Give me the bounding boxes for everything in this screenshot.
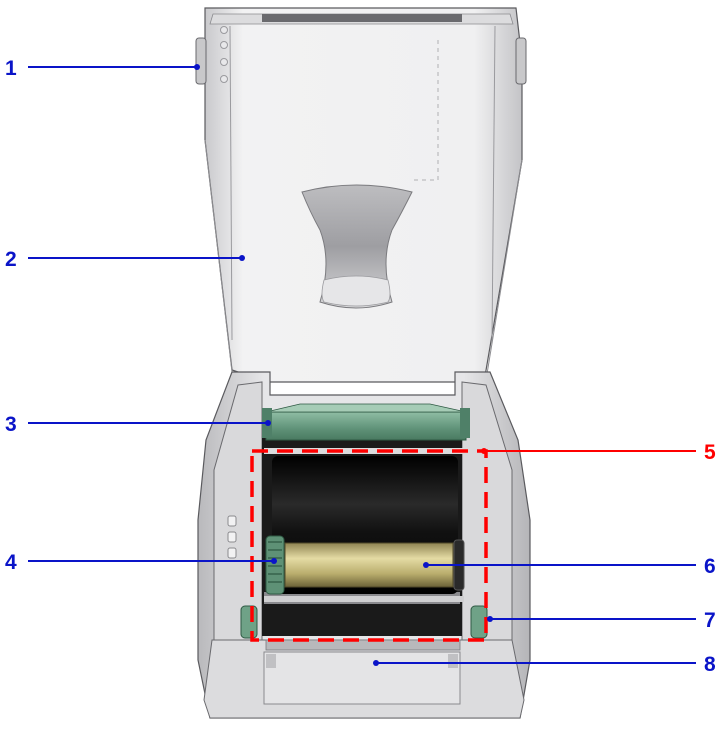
callout-numbers: 1 2 3 4 5 6 7 8 bbox=[5, 57, 716, 676]
callout-leader-7 bbox=[487, 616, 696, 622]
callout-leaders bbox=[28, 64, 696, 666]
callout-leader-8 bbox=[373, 660, 696, 666]
top-cover bbox=[195, 7, 527, 383]
callout-leader-4 bbox=[28, 558, 277, 564]
callout-number-1: 1 bbox=[5, 57, 17, 80]
callout-number-3: 3 bbox=[5, 413, 17, 436]
callout-leader-6 bbox=[423, 562, 696, 568]
callout-leader-1 bbox=[28, 64, 200, 70]
callout-number-6: 6 bbox=[704, 555, 716, 578]
callout-leader-5 bbox=[481, 448, 696, 454]
callout-number-7: 7 bbox=[704, 609, 716, 632]
media-guide-bar bbox=[262, 403, 470, 441]
ribbon-mechanism-highlight bbox=[250, 449, 488, 642]
callout-leader-2 bbox=[28, 255, 245, 261]
callout-leader-3 bbox=[28, 420, 271, 426]
callout-number-5: 5 bbox=[704, 441, 716, 464]
ribbon-roll bbox=[264, 448, 465, 602]
callout-number-2: 2 bbox=[5, 248, 17, 271]
callout-number-8: 8 bbox=[704, 653, 716, 676]
callout-number-4: 4 bbox=[5, 551, 17, 574]
